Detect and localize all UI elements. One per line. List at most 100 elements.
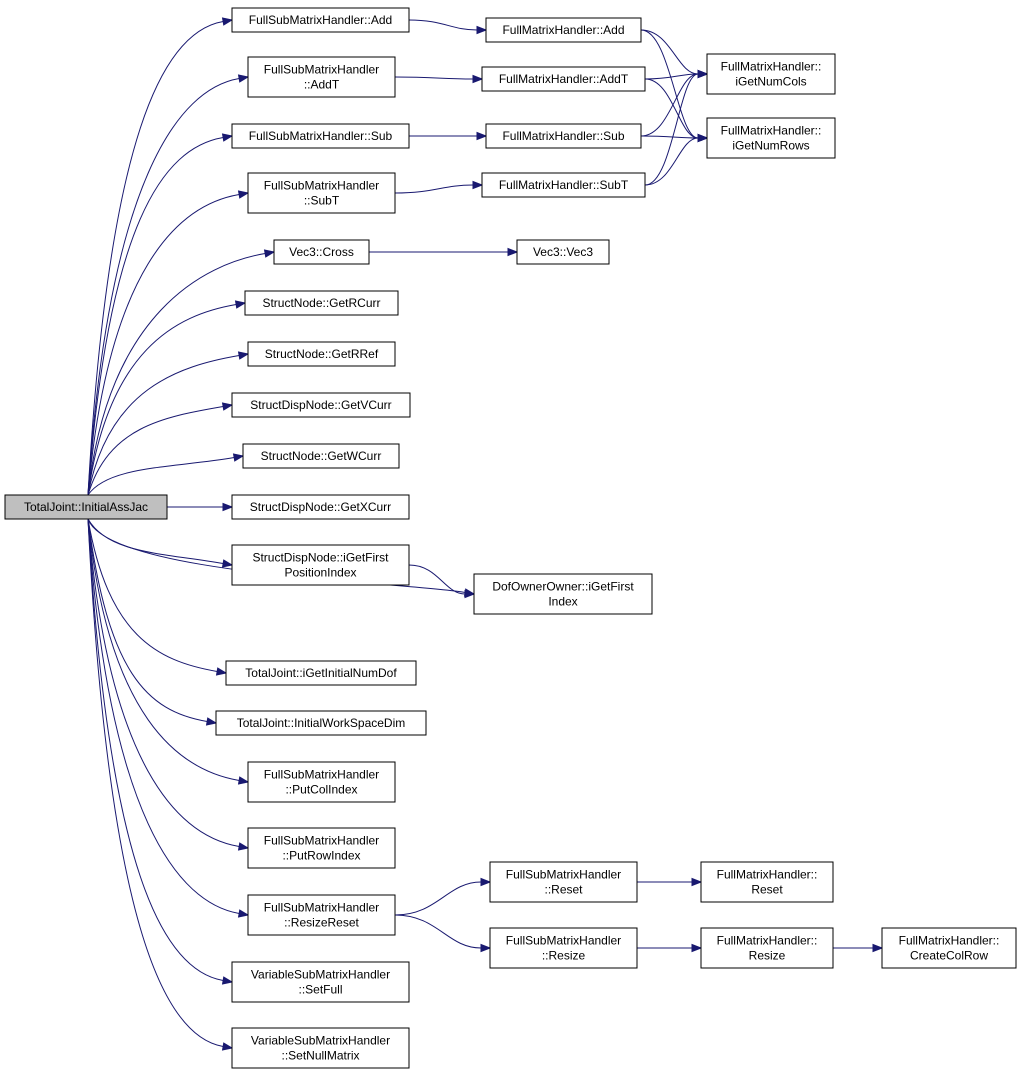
edge-arrowhead (221, 976, 234, 985)
node-label: StructDispNode::GetXCurr (250, 500, 391, 514)
node-box (242, 443, 400, 469)
edge-line (640, 29, 699, 75)
edge-fsm_resize-to-fm_resize (637, 943, 703, 953)
node-sn-getrcurr[interactable]: StructNode::GetRCurr (244, 290, 399, 316)
edge-line (87, 457, 235, 496)
edge-line (87, 355, 240, 496)
edge-line (87, 78, 240, 496)
node-tj-ignd[interactable]: TotalJoint::iGetInitialNumDof (225, 660, 417, 686)
node-label: ::PutColIndex (285, 783, 357, 797)
node-fsm-putcol[interactable]: FullSubMatrixHandler::PutColIndex (247, 761, 396, 803)
node-box (247, 56, 396, 98)
node-label: FullMatrixHandler::Add (502, 23, 624, 37)
edge-arrowhead (205, 717, 218, 726)
node-label: TotalJoint::InitialAssJac (24, 500, 148, 514)
edge-line (87, 253, 266, 496)
node-box (247, 761, 396, 803)
node-fsm-resize[interactable]: FullSubMatrixHandler::Resize (489, 927, 638, 969)
call-graph-nodes: TotalJoint::InitialAssJacFullSubMatrixHa… (4, 7, 1017, 1069)
node-label: FullMatrixHandler:: (721, 60, 822, 74)
edge-line (408, 19, 478, 31)
node-fsm-resizereset[interactable]: FullSubMatrixHandler::ResizeReset (247, 894, 396, 936)
edge-arrowhead (234, 300, 247, 309)
node-sdn-getxcurr[interactable]: StructDispNode::GetXCurr (231, 494, 410, 520)
node-box (4, 494, 168, 520)
node-fm-igetnumrows[interactable]: FullMatrixHandler::iGetNumRows (706, 117, 836, 159)
node-sdn-getvcurr[interactable]: StructDispNode::GetVCurr (231, 392, 411, 418)
node-fm-createcolrow[interactable]: FullMatrixHandler::CreateColRow (881, 927, 1017, 969)
edge-line (644, 73, 699, 186)
node-box (706, 117, 836, 159)
edge-fsm_resizereset-to-fsm_reset (394, 877, 492, 916)
node-vec-vec3[interactable]: Vec3::Vec3 (516, 239, 610, 265)
node-sn-getwcurr[interactable]: StructNode::GetWCurr (242, 443, 400, 469)
edge-line (394, 76, 474, 80)
node-fsm-putrow[interactable]: FullSubMatrixHandler::PutRowIndex (247, 827, 396, 869)
edge-line (644, 73, 699, 80)
node-label: ::ResizeReset (284, 916, 359, 930)
node-fm-reset[interactable]: FullMatrixHandler::Reset (700, 861, 834, 903)
node-label: iGetNumRows (732, 139, 809, 153)
edge-sdn_igetfirst-to-doo_igetfirst (408, 564, 476, 599)
node-label: FullMatrixHandler::Sub (502, 129, 624, 143)
edge-fm_addt-to-fm_igetnumrows (644, 78, 709, 143)
node-vsm-setnull[interactable]: VariableSubMatrixHandler::SetNullMatrix (231, 1027, 410, 1069)
edge-root-to-sn_getrcurr (87, 300, 247, 496)
node-fm-igetnumcols[interactable]: FullMatrixHandler::iGetNumCols (706, 53, 836, 95)
node-fsm-sub[interactable]: FullSubMatrixHandler::Sub (231, 123, 410, 149)
node-label: FullSubMatrixHandler (506, 868, 621, 882)
node-fsm-addt[interactable]: FullSubMatrixHandler::AddT (247, 56, 396, 98)
edge-arrowhead (697, 133, 709, 143)
node-label: Vec3::Cross (289, 245, 354, 259)
edge-line (394, 184, 474, 194)
node-label: TotalJoint::iGetInitialNumDof (245, 666, 397, 680)
edge-line (644, 137, 699, 186)
node-label: Index (548, 595, 577, 609)
node-label: ::SubT (304, 194, 340, 208)
edge-arrowhead (476, 25, 488, 35)
edge-root-to-fsm_putcol (87, 518, 250, 785)
edge-arrowhead (872, 943, 884, 953)
edge-root-to-sn_getwcurr (87, 453, 245, 496)
edge-line (87, 518, 240, 781)
node-fsm-reset[interactable]: FullSubMatrixHandler::Reset (489, 861, 638, 903)
edge-arrowhead (237, 776, 250, 785)
node-box (489, 927, 638, 969)
edge-line (640, 135, 699, 139)
edge-arrowhead (476, 131, 488, 141)
node-label: Reset (751, 883, 783, 897)
node-fsm-subt[interactable]: FullSubMatrixHandler::SubT (247, 172, 396, 214)
edge-arrowhead (215, 667, 228, 676)
edge-root-to-fsm_subt (87, 190, 250, 496)
node-label: StructDispNode::GetVCurr (250, 398, 391, 412)
node-fm-resize[interactable]: FullMatrixHandler::Resize (700, 927, 834, 969)
node-label: FullMatrixHandler:: (721, 124, 822, 138)
node-vec-cross[interactable]: Vec3::Cross (273, 239, 370, 265)
node-vsm-setfull[interactable]: VariableSubMatrixHandler::SetFull (231, 961, 410, 1003)
edge-line (640, 73, 699, 137)
node-fm-subt[interactable]: FullMatrixHandler::SubT (481, 172, 646, 198)
node-fm-sub[interactable]: FullMatrixHandler::Sub (485, 123, 642, 149)
node-box (489, 861, 638, 903)
node-sn-getrref[interactable]: StructNode::GetRRef (247, 341, 396, 367)
node-box (231, 123, 410, 149)
edge-root-to-fsm_resizereset (87, 518, 250, 918)
node-label: TotalJoint::InitialWorkSpaceDim (237, 716, 406, 730)
node-box (247, 341, 396, 367)
edge-arrowhead (221, 559, 234, 568)
edge-root-to-fsm_addt (87, 74, 250, 496)
edge-fsm_reset-to-fm_reset (637, 877, 703, 887)
node-fm-add[interactable]: FullMatrixHandler::Add (485, 17, 642, 43)
node-box (485, 17, 642, 43)
node-root[interactable]: TotalJoint::InitialAssJac (4, 494, 168, 520)
node-fsm-add[interactable]: FullSubMatrixHandler::Add (231, 7, 410, 33)
node-label: PositionIndex (284, 566, 356, 580)
node-label: ::SetNullMatrix (281, 1049, 359, 1063)
node-box (700, 861, 834, 903)
node-label: FullSubMatrixHandler (506, 934, 621, 948)
node-fm-addt[interactable]: FullMatrixHandler::AddT (481, 66, 646, 92)
node-tj-iwsd[interactable]: TotalJoint::InitialWorkSpaceDim (215, 710, 427, 736)
node-label: FullMatrixHandler:: (717, 868, 818, 882)
